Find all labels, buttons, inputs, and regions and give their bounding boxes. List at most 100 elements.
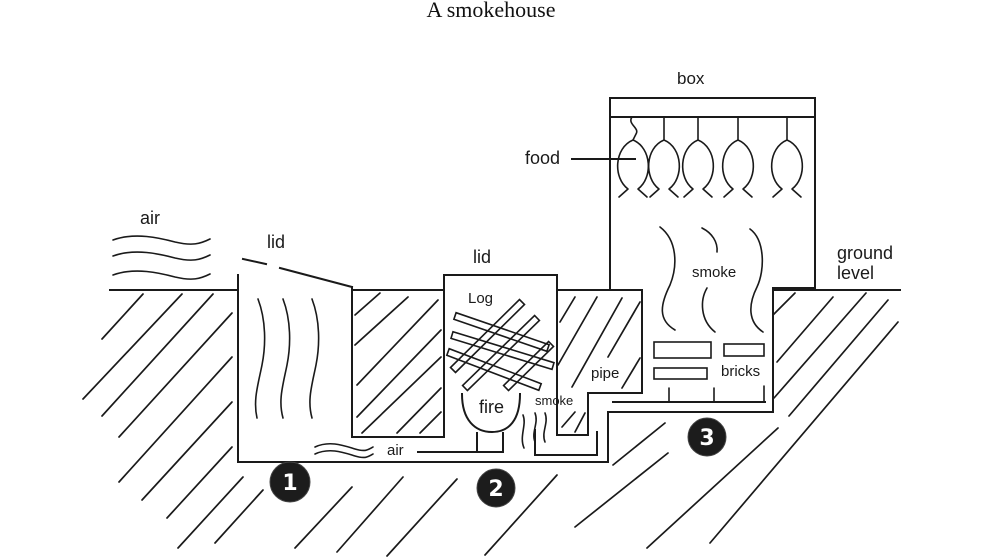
lid-segment [278, 266, 354, 289]
fire-bowl [460, 392, 522, 434]
hatch-line [361, 356, 442, 434]
hatch-line [574, 452, 669, 528]
brick [653, 341, 712, 359]
hatch-line [294, 486, 353, 549]
fire-chamber [443, 274, 558, 438]
pipe-smoke-wisps [521, 412, 547, 449]
hatch-line [386, 478, 458, 557]
hatch-line [574, 412, 586, 433]
outside-air-wisps [112, 235, 211, 280]
air-wisp [254, 298, 266, 419]
diagram-title: A smokehouse [427, 0, 556, 22]
hatch-line [419, 411, 442, 434]
food-item [721, 139, 755, 198]
fire-stand [417, 432, 504, 453]
label-air-outside: air [140, 208, 160, 228]
marker-number: 1 [282, 471, 297, 496]
hatch-line [177, 476, 244, 549]
label-smoke-box: smoke [692, 264, 736, 281]
marker-circle [269, 461, 311, 503]
lid-segment [241, 257, 268, 266]
hatch-line [214, 489, 264, 544]
pit-lid [241, 257, 354, 289]
air-wisp [280, 298, 291, 419]
hatch-line [772, 292, 796, 316]
label-ground: ground [837, 243, 893, 263]
marker-1: 1 [269, 461, 311, 503]
smoke-wisp [543, 412, 547, 443]
smoke-wisp [659, 226, 676, 331]
food-string [630, 116, 638, 141]
pit-air-wisps [254, 298, 320, 419]
air-wisp [112, 235, 211, 245]
hatch-line [484, 474, 558, 556]
brick-shelf [612, 385, 766, 403]
log [449, 298, 526, 374]
hanging-food [616, 116, 804, 198]
smoke-wisp [749, 228, 764, 333]
label-box: box [677, 69, 705, 88]
air-wisp [309, 298, 320, 419]
food-item [616, 139, 650, 198]
air-wisp [314, 442, 374, 452]
hatch-line [354, 296, 409, 346]
hatch-line [621, 357, 641, 389]
ground-hatching [82, 292, 899, 557]
hatch-line [118, 356, 233, 483]
marker-2: 2 [476, 468, 516, 508]
marker-3: 3 [687, 417, 727, 457]
label-lid-firebox: lid [473, 247, 491, 267]
log [452, 311, 551, 353]
bricks [653, 341, 765, 380]
hatch-line [118, 312, 233, 438]
hatch-line [559, 296, 576, 323]
log [450, 330, 555, 371]
label-pipe: pipe [591, 365, 619, 382]
hatch-line [356, 329, 442, 418]
smoke-wisp [701, 227, 718, 253]
hatch-line [141, 401, 233, 501]
earth-block-b [556, 289, 643, 436]
hatch-line [336, 476, 404, 553]
label-fire: fire [479, 397, 504, 417]
marker-circle [687, 417, 727, 457]
hatch-line [101, 293, 214, 417]
food-item [770, 139, 804, 198]
air-wisp [314, 449, 374, 459]
marker-number: 2 [488, 477, 503, 502]
label-smoke-pipe: smoke [535, 393, 573, 408]
hatch-line [396, 387, 442, 434]
hatch-line [557, 296, 598, 366]
marker-circle [476, 468, 516, 508]
box-smoke-wisps [659, 226, 764, 333]
label-bricks: bricks [721, 363, 760, 380]
food-item [647, 139, 681, 198]
label-air-inlet: air [387, 442, 404, 459]
hatch-line [101, 293, 144, 340]
label-food: food [525, 148, 560, 168]
label-log: Log [468, 290, 493, 307]
brick [653, 367, 708, 380]
hatch-line [788, 299, 889, 417]
hatch-line [166, 446, 233, 519]
label-level: level [837, 263, 874, 283]
hatch-line [709, 321, 899, 544]
hatch-line [82, 293, 183, 400]
inlet-air-wisps [314, 442, 374, 459]
logs [445, 298, 555, 392]
hatch-line [571, 297, 623, 388]
hatch-line [773, 292, 867, 399]
air-wisp [112, 270, 211, 280]
earth-block-a [351, 286, 445, 438]
label-lid-pit: lid [267, 232, 285, 252]
hatch-line [607, 301, 641, 358]
log [461, 314, 541, 392]
hatch-line [612, 422, 666, 466]
smoke-wisp [521, 414, 525, 449]
smoke-wisp [533, 412, 537, 443]
hatch-line [356, 299, 439, 386]
brick [723, 343, 765, 357]
smoke-box [609, 97, 816, 291]
log [445, 347, 543, 392]
